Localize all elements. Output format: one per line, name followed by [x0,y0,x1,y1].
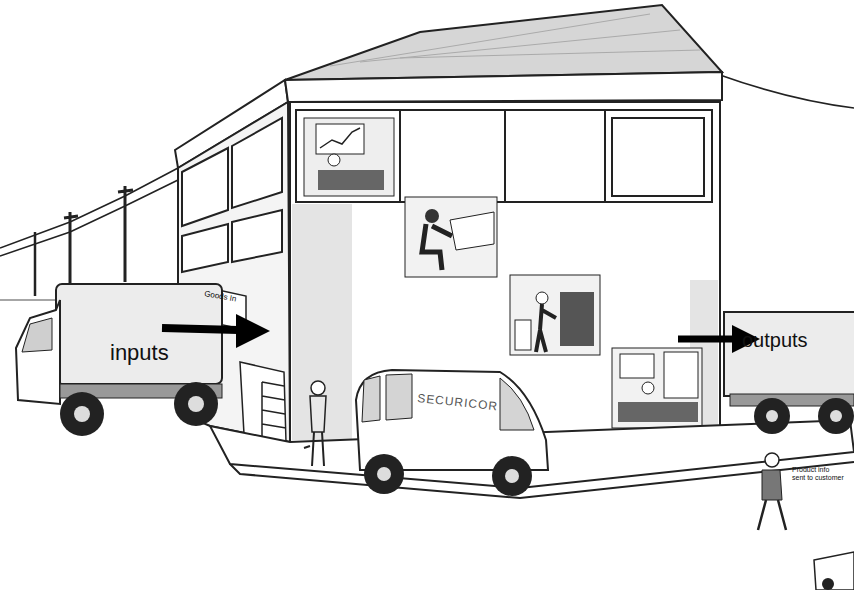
dispatch-truck [724,312,854,434]
text-label: outputs [742,329,854,351]
scene-frame [510,275,600,355]
person-at-door [304,381,326,466]
stairs [240,362,286,442]
person-body [536,304,556,352]
window [182,148,228,226]
wall-map [620,354,654,378]
window [232,118,282,208]
person-head [536,292,548,304]
person-head [311,381,325,395]
chart-board [316,124,364,154]
cart-body [814,552,854,590]
window [612,118,704,196]
side-windows [182,118,282,272]
front-eave [285,72,722,102]
filing-shelf [664,352,698,398]
security-van [356,370,548,496]
sales-scene [612,348,702,428]
person-head [642,382,654,394]
drawing-board [450,212,494,250]
arrow-shaft [162,328,238,330]
person-head [425,209,439,223]
wire [720,75,854,108]
arrow-shaft [678,336,735,343]
scene-frame [304,118,394,196]
chart-line [320,128,360,148]
post-cart [814,552,854,590]
wheel [174,382,218,426]
desk [318,170,384,190]
shelf [515,320,531,350]
roof [285,5,722,80]
hub [830,410,842,422]
person-body [422,224,452,270]
wheel [364,454,404,494]
person-body [310,396,326,432]
wheel [818,398,854,434]
wire [0,180,178,256]
window [182,224,228,272]
van-windscreen [500,378,534,430]
window-band [296,110,712,202]
person-head [765,453,779,467]
wheel [492,456,532,496]
front-windows [296,110,712,202]
wheel [60,392,104,436]
power-pole [34,232,37,296]
wheel [754,398,790,434]
cab-window [22,318,52,352]
scene-frame [405,197,497,277]
power-pole [64,212,78,292]
power-pole [118,186,133,282]
hub [74,406,90,422]
wheel [822,578,834,590]
input-arrow [162,314,270,348]
window [232,210,282,262]
hub [377,467,391,481]
wire [0,168,178,248]
person-legs [304,432,324,466]
van-window [362,374,412,422]
machine [560,292,594,346]
roof-hatching [330,14,700,66]
text-label: inputs [110,341,220,365]
truck-body [724,312,854,396]
person-head [328,154,340,166]
person-body [762,470,782,500]
front-wall [290,102,720,442]
design-scene [405,197,497,277]
workshop-scene [510,275,600,355]
delivery-truck [16,284,222,436]
hub [766,410,778,422]
walking-person [758,453,786,530]
truck-cab [16,300,60,404]
hub [188,396,204,412]
arrow-head [236,314,270,348]
hub [505,469,519,483]
office-scene [304,118,394,196]
stair-steps [262,382,286,436]
desk [618,402,698,422]
scene-frame [612,348,702,428]
text-label: Product info sent to customer [792,466,844,481]
stair-block [240,362,286,442]
wall-shading [292,204,352,440]
person-legs [758,500,786,530]
truck-body [56,284,222,384]
window-mullion [400,110,605,202]
